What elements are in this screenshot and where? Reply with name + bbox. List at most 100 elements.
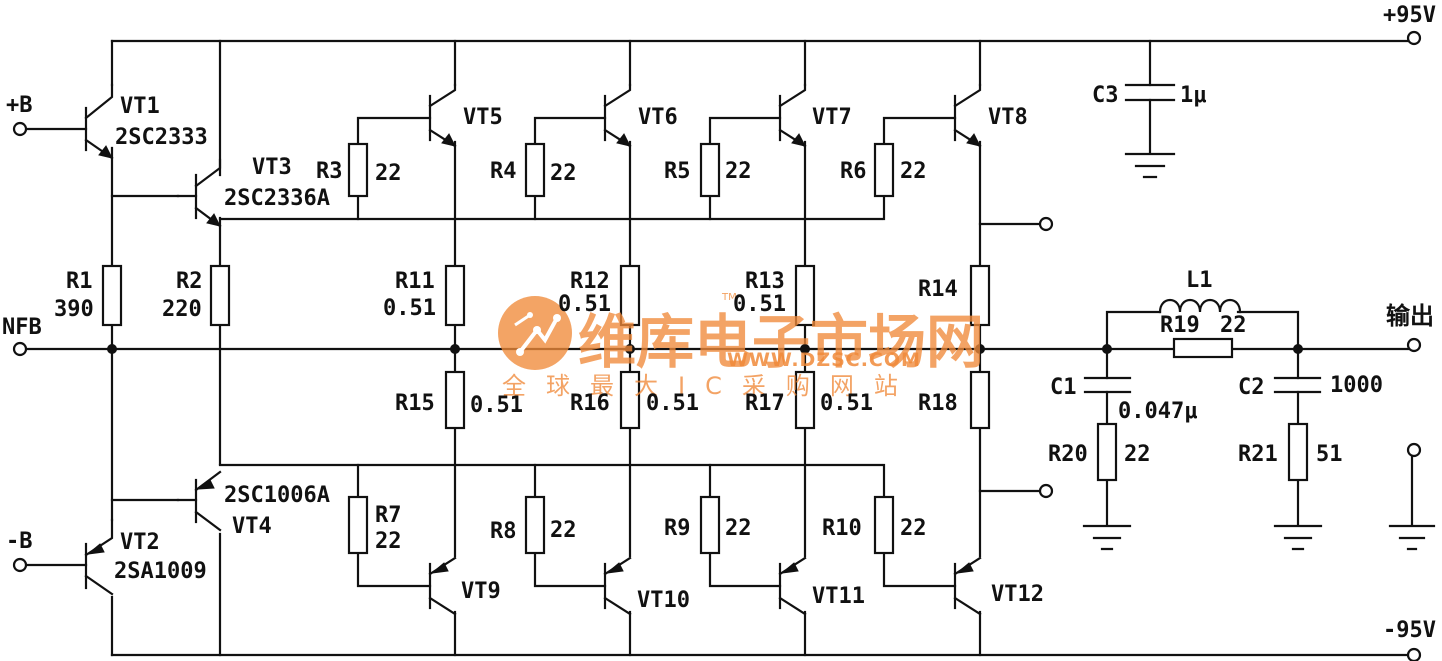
resistor-r12-body: [619, 264, 641, 327]
input-plus-b-label: +B: [6, 93, 33, 118]
r21-value: 51: [1316, 442, 1343, 467]
c2-ref: C2: [1238, 375, 1265, 400]
resistor-r14-body: [969, 264, 991, 327]
resistor-r2-body: [209, 264, 231, 327]
transistor-vt5: [428, 83, 457, 148]
r8-ref: R8: [490, 519, 517, 544]
resistor-r21-body: [1287, 422, 1309, 482]
resistor-r15-body: [444, 370, 466, 430]
terminal-nfb: [12, 341, 28, 357]
r7-ref: R7: [375, 503, 402, 528]
resistor-r7-body: [347, 495, 369, 555]
r20-value: 22: [1124, 442, 1151, 467]
vt1-part: 2SC2333: [115, 125, 208, 150]
wiring: [24, 39, 1414, 657]
watermark-name-cjk: 维库电子市场网: [578, 308, 984, 376]
r10-ref: R10: [822, 516, 862, 541]
r20-ref: R20: [1048, 442, 1088, 467]
terminal-output: [1406, 337, 1422, 353]
vt3-part: 2SC2336A: [224, 186, 330, 211]
r15-value: 0.51: [470, 393, 523, 418]
inductor-l1: [1158, 298, 1242, 314]
vt8-ref: VT8: [988, 105, 1028, 130]
r3-ref: R3: [316, 159, 343, 184]
ground-symbol-output: [1388, 524, 1436, 551]
resistor-r11-body: [444, 264, 466, 327]
watermark-tm: TM: [721, 292, 737, 303]
ground-symbol-c3: [1124, 152, 1176, 179]
resistor-r13-body: [794, 264, 816, 327]
r10-value: 22: [900, 516, 927, 541]
rail-positive-label: +95V: [1383, 3, 1436, 28]
r2-value: 220: [162, 297, 202, 322]
watermark: 维库电子市场网 TM WWW.DZSC.COM 全球最大IC采购网站: [498, 292, 984, 400]
r8-value: 22: [550, 518, 577, 543]
vt10-ref: VT10: [637, 588, 690, 613]
resistor-r20-body: [1096, 422, 1118, 482]
r18-ref: R18: [918, 391, 958, 416]
vt7-ref: VT7: [812, 105, 852, 130]
c3-value: 1μ: [1180, 83, 1207, 108]
terminal-minus-95v: [1406, 647, 1422, 661]
transistor-vt9: [428, 556, 457, 616]
resistor-r6-body: [873, 142, 895, 198]
transistor-vt10: [603, 556, 632, 616]
r13-ref: R13: [745, 269, 785, 294]
r5-value: 22: [725, 159, 752, 184]
r12-value: 0.51: [558, 292, 611, 317]
resistor-r3-body: [347, 142, 369, 198]
r6-ref: R6: [840, 159, 867, 184]
r14-ref: R14: [918, 277, 958, 302]
r7-value: 22: [375, 529, 402, 554]
ground-symbol-r20: [1082, 524, 1132, 551]
r1-ref: R1: [66, 269, 93, 294]
transistor-vt2: [84, 518, 114, 596]
output-label: 输出: [1386, 302, 1434, 330]
passives: [1082, 83, 1436, 551]
c2-value: 1000: [1330, 373, 1383, 398]
r4-ref: R4: [490, 159, 517, 184]
r17-value: 0.51: [820, 391, 873, 416]
transistor-vt11: [778, 556, 807, 616]
terminals: [12, 30, 1422, 661]
r9-value: 22: [725, 516, 752, 541]
l1-ref: L1: [1186, 268, 1213, 293]
r4-value: 22: [550, 161, 577, 186]
resistor-r9-body: [699, 495, 721, 555]
transistor-vt3: [176, 158, 222, 228]
r21-ref: R21: [1238, 442, 1278, 467]
r11-ref: R11: [395, 269, 435, 294]
transistor-vt1: [84, 83, 114, 160]
r16-value: 0.51: [646, 391, 699, 416]
watermark-logo-icon: [498, 296, 572, 370]
labels: +95V -95V +B -B NFB 输出 VT1 2SC2333 VT2 2…: [2, 3, 1436, 643]
r13-value: 0.51: [733, 292, 786, 317]
transistor-vt4: [176, 470, 222, 532]
r12-ref: R12: [570, 269, 610, 294]
vt9-ref: VT9: [461, 579, 501, 604]
terminal-minus-b: [12, 557, 28, 573]
r15-ref: R15: [395, 391, 435, 416]
c1-value: 0.047μ: [1118, 399, 1197, 424]
vt5-ref: VT5: [463, 105, 503, 130]
r3-value: 22: [375, 161, 402, 186]
vt4-part: 2SC1006A: [224, 483, 330, 508]
vt11-ref: VT11: [812, 584, 865, 609]
terminal-plus-b: [12, 121, 28, 137]
resistor-r18-body: [969, 370, 991, 430]
resistor-r19-body: [1172, 337, 1234, 359]
vt4-ref: VT4: [232, 514, 272, 539]
terminal-upper-tap: [1038, 216, 1054, 232]
input-minus-b-label: -B: [6, 529, 33, 554]
rail-negative-label: -95V: [1383, 618, 1436, 643]
c3-ref: C3: [1092, 83, 1119, 108]
r5-ref: R5: [664, 159, 691, 184]
transistor-vt7: [778, 83, 807, 148]
c1-ref: C1: [1050, 375, 1077, 400]
watermark-slogan: 全球最大IC采购网站: [502, 372, 918, 400]
r19-ref: R19: [1160, 313, 1200, 338]
r16-ref: R16: [570, 391, 610, 416]
junctions: [107, 344, 1303, 354]
input-nfb-label: NFB: [2, 315, 42, 340]
